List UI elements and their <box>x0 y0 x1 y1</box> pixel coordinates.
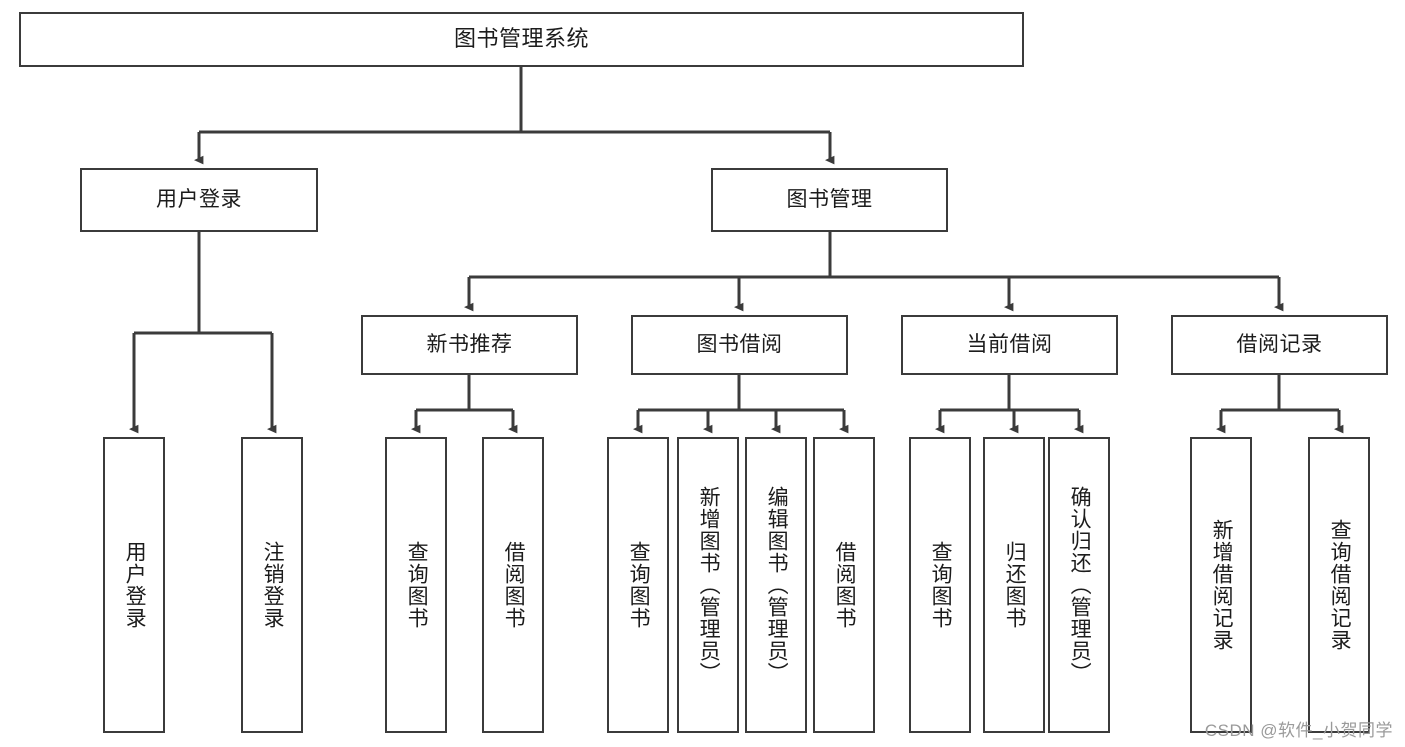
node-leaf-borrow-book-2[interactable]: 借阅图书 <box>813 437 875 733</box>
node-label: 用户登录 <box>123 541 147 629</box>
node-label: 新增借阅记录 <box>1210 519 1234 651</box>
node-label: 用户登录 <box>156 188 242 212</box>
node-label: 查询图书 <box>627 541 651 629</box>
node-label: 新增图书（管理员） <box>697 486 721 684</box>
node-leaf-logout-login[interactable]: 注销登录 <box>241 437 303 733</box>
node-leaf-query-book-2[interactable]: 查询图书 <box>607 437 669 733</box>
node-label: 归还图书 <box>1003 541 1027 629</box>
node-label: 图书借阅 <box>696 333 783 357</box>
watermark: CSDN @软件_小贺同学 <box>1204 721 1393 740</box>
node-label: 确认归还（管理员） <box>1068 486 1092 684</box>
node-leaf-query-book-1[interactable]: 查询图书 <box>385 437 447 733</box>
node-leaf-edit-book-admin[interactable]: 编辑图书（管理员） <box>745 437 807 733</box>
node-label: 注销登录 <box>261 541 285 629</box>
node-leaf-user-login[interactable]: 用户登录 <box>103 437 165 733</box>
node-label: 图书管理系统 <box>453 26 589 52</box>
node-label: 借阅图书 <box>502 541 526 629</box>
node-label: 查询图书 <box>929 541 953 629</box>
node-leaf-confirm-return-admin[interactable]: 确认归还（管理员） <box>1048 437 1110 733</box>
node-book-manage[interactable]: 图书管理 <box>711 168 948 232</box>
node-label: 查询图书 <box>405 541 429 629</box>
node-leaf-query-book-3[interactable]: 查询图书 <box>909 437 971 733</box>
node-label: 借阅记录 <box>1236 333 1323 357</box>
node-leaf-borrow-book-1[interactable]: 借阅图书 <box>482 437 544 733</box>
node-current-borrow[interactable]: 当前借阅 <box>901 315 1118 375</box>
node-leaf-add-borrow-record[interactable]: 新增借阅记录 <box>1190 437 1252 733</box>
node-label: 图书管理 <box>786 188 873 212</box>
node-label: 当前借阅 <box>966 333 1053 357</box>
node-label: 借阅图书 <box>833 541 857 629</box>
node-leaf-query-borrow-record[interactable]: 查询借阅记录 <box>1308 437 1370 733</box>
node-borrow-record[interactable]: 借阅记录 <box>1171 315 1388 375</box>
node-leaf-add-book-admin[interactable]: 新增图书（管理员） <box>677 437 739 733</box>
node-label: 编辑图书（管理员） <box>765 486 789 684</box>
node-root-system[interactable]: 图书管理系统 <box>19 12 1024 67</box>
node-user-login[interactable]: 用户登录 <box>80 168 318 232</box>
node-new-book-recommend[interactable]: 新书推荐 <box>361 315 578 375</box>
node-leaf-return-book[interactable]: 归还图书 <box>983 437 1045 733</box>
node-label: 新书推荐 <box>426 333 513 357</box>
node-label: 查询借阅记录 <box>1328 519 1352 651</box>
node-book-borrow[interactable]: 图书借阅 <box>631 315 848 375</box>
